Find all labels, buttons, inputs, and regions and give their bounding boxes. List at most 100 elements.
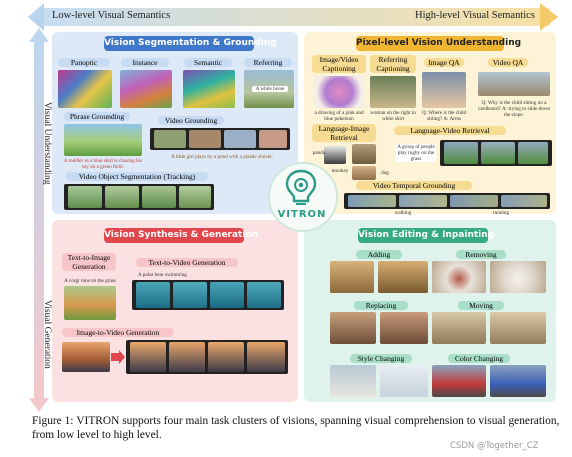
arrow-up-head-icon [29, 28, 49, 42]
color-before-image [432, 365, 486, 397]
color-after-image [490, 365, 546, 397]
t2v-frame [136, 282, 170, 308]
monkey-caption: monkey [331, 168, 349, 174]
low-level-label: Low-level Visual Semantics [52, 10, 171, 21]
referring-caption: A white horse [252, 86, 288, 92]
vos-frame [105, 186, 139, 208]
i2v-frame [169, 342, 205, 372]
panoptic-image [58, 70, 112, 108]
lightbulb-icon [285, 169, 317, 205]
figure-caption: Figure 1: VITRON supports four main task… [32, 414, 562, 442]
image-captioning-caption: a drawing of a pink and blue pokemon [314, 110, 364, 122]
arrow-right-icon [111, 350, 125, 364]
semantic-image [183, 70, 235, 108]
moving-label: Moving [458, 301, 504, 310]
adding-before-image [330, 261, 374, 293]
running-caption: running [492, 210, 510, 216]
video-grounding-frame [189, 130, 221, 148]
seg-referring-label: Referring [244, 58, 292, 67]
seg-panoptic-label: Panoptic [58, 58, 110, 67]
synth-title: Vision Synthesis & Generation [104, 228, 258, 243]
vitron-logo-circle [268, 162, 338, 232]
visual-generation-label: Visual Generation [42, 300, 52, 369]
vos-label: Video Object Segmentation (Tracking) [66, 172, 208, 181]
image-qa-caption: Q: Where is the child sitting? A: Arms [421, 110, 467, 122]
vos-frame [179, 186, 211, 208]
semantics-arrow [40, 8, 550, 26]
image-to-video-label: Image-to-Video Generation [62, 328, 174, 337]
adding-after-image [378, 261, 428, 293]
i2v-frame [208, 342, 244, 372]
removing-before-image [432, 261, 486, 293]
referring-captioning-label: Referring Captioning [370, 55, 416, 73]
video-temporal-grounding-label: Video Temporal Grounding [356, 181, 472, 190]
edit-title: Vision Editing & Inpainting [358, 228, 494, 243]
video-qa-label: Video QA [488, 58, 528, 67]
i2v-frame [247, 342, 285, 372]
lvr-frame [481, 142, 515, 164]
phrase-grounding-caption: A toddler in a blue shirt is chasing his… [63, 158, 143, 170]
moving-after-image [490, 312, 546, 344]
image-video-captioning-label: Image/Video Captioning [312, 55, 366, 73]
language-video-retrieval-caption: A group of people play rugby on the gras… [396, 144, 436, 162]
arrow-right-head-icon [540, 3, 558, 31]
vos-frame [142, 186, 176, 208]
vtg-frame [348, 195, 396, 207]
seg-semantic-label: Semantic [184, 58, 232, 67]
i2v-source-image [62, 342, 110, 372]
corgi-image [64, 286, 116, 320]
image-qa-image [422, 72, 466, 108]
panda-caption: panda [312, 150, 326, 156]
video-grounding-frame [154, 130, 186, 148]
text-to-video-label: Text-to-Video Generation [136, 258, 238, 267]
pokemon-image [314, 76, 364, 108]
figure-label: Figure 1: [32, 415, 74, 427]
video-qa-image [478, 72, 550, 96]
i2v-frame [130, 342, 166, 372]
video-grounding-frame [259, 130, 287, 148]
arrow-left-head-icon [28, 3, 44, 31]
retrieval-monkey-image [352, 144, 376, 164]
text-to-video-caption: A polar bear swimming [138, 272, 187, 278]
seg-title: Vision Segmentation & Grounding [104, 36, 277, 51]
color-changing-label: Color Changing [448, 354, 510, 363]
vitron-logo-text: VITRON [277, 209, 327, 220]
visual-understanding-label: Visual Understanding [42, 102, 52, 185]
referring-captioning-image [370, 76, 416, 108]
language-image-retrieval-label: Language-Image Retrieval [312, 124, 376, 142]
text-to-image-label: Text-to-Image Generation [62, 253, 116, 271]
instance-image [120, 70, 172, 108]
removing-after-image [490, 261, 546, 293]
video-grounding-caption: A little girl plays by a pond with a pla… [171, 154, 273, 160]
replacing-after-image [380, 312, 428, 344]
video-grounding-frame [224, 130, 256, 148]
moving-before-image [432, 312, 486, 344]
arrow-down-head-icon [29, 398, 49, 412]
t2v-frame [173, 282, 207, 308]
phrase-grounding-label: Phrase Grounding [64, 112, 130, 121]
retrieval-panda-image [324, 146, 346, 164]
walking-caption: walking [394, 210, 412, 216]
high-level-label: High-level Visual Semantics [415, 10, 535, 21]
figure-text: supports four main task clusters of visi… [32, 415, 560, 441]
seg-instance-label: Instance [121, 58, 169, 67]
style-changing-label: Style Changing [350, 354, 412, 363]
pixel-title: Pixel-level Vision Understanding [356, 36, 521, 51]
vtg-frame [501, 195, 547, 207]
replacing-before-image [330, 312, 376, 344]
watermark: CSDN @Together_CZ [450, 441, 539, 451]
vtg-frame [399, 195, 447, 207]
replacing-label: Replacing [354, 301, 408, 310]
style-after-image [380, 365, 428, 397]
video-grounding-label: Video Grounding [158, 116, 224, 125]
vos-frame [68, 186, 102, 208]
text-to-image-caption: A corgi runs on the grass [64, 278, 116, 284]
retrieval-dog-image [352, 166, 376, 180]
image-qa-label: Image QA [424, 58, 464, 67]
lvr-frame [444, 142, 478, 164]
video-qa-caption: Q: Why is the child sitting on a cardboa… [477, 100, 551, 118]
t2v-frame [210, 282, 244, 308]
removing-label: Removing [456, 250, 506, 259]
t2v-frame [247, 282, 281, 308]
vtg-frame [450, 195, 498, 207]
